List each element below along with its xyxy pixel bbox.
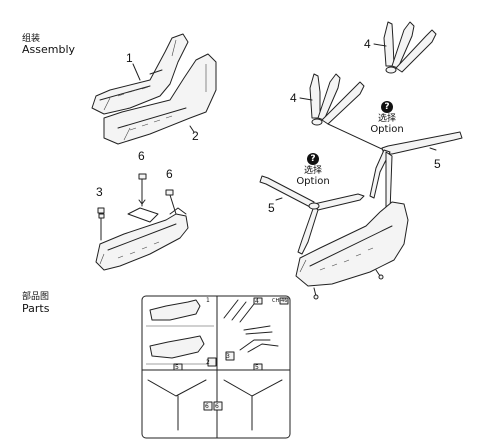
- question-icon: ?: [307, 153, 319, 165]
- rotor-hub-parts: [97, 173, 177, 241]
- assembly-heading: Assembly: [22, 43, 76, 56]
- option-label-cn: 选择: [377, 114, 396, 124]
- fuselage-half-left: [91, 33, 189, 115]
- option-note-top: ? 选择 Option: [370, 94, 404, 135]
- option-label: Option: [370, 124, 404, 135]
- callout-part-4-top: 4: [364, 37, 371, 51]
- sprue-label-6a: 6: [205, 403, 209, 410]
- option-label: Option: [296, 176, 330, 187]
- callout-part-5-right: 5: [434, 157, 441, 171]
- callout-part-6-left: 6: [138, 149, 145, 163]
- sprue-label-3: 3: [226, 353, 230, 360]
- callout-part-5-left: 5: [268, 201, 275, 215]
- parts-heading: Parts: [22, 302, 50, 315]
- callout-part-3: 3: [96, 185, 103, 199]
- callout-part-4-mid: 4: [290, 91, 297, 105]
- final-helicopter: [259, 123, 463, 300]
- sprue-label-5b: 5: [255, 364, 259, 371]
- sprue-label-5a: 5: [175, 364, 179, 371]
- option-note-bottom: ? 选择 Option: [296, 146, 330, 187]
- rotor-blades-mid: [299, 73, 365, 126]
- callout-part-2: 2: [192, 129, 199, 143]
- callout-part-6-right: 6: [166, 167, 173, 181]
- question-icon: ?: [381, 101, 393, 113]
- sprue-label-6b: 6: [215, 403, 219, 410]
- sprue-label-4: 4: [255, 298, 259, 305]
- callout-part-1: 1: [126, 51, 133, 65]
- fuselage-half-right: [103, 53, 217, 145]
- rotor-blades-top: [373, 21, 437, 74]
- fuselage-assembled: [95, 207, 189, 271]
- parts-heading-cn: 部品图: [22, 292, 50, 302]
- sprue-frame: [141, 295, 291, 439]
- sprue-tag: CH-46: [272, 298, 288, 304]
- option-label-cn: 选择: [303, 166, 322, 176]
- assembly-heading-cn: 组装: [22, 34, 41, 44]
- sprue-label-2: 2: [206, 359, 210, 366]
- sprue-label-1: 1: [206, 297, 210, 304]
